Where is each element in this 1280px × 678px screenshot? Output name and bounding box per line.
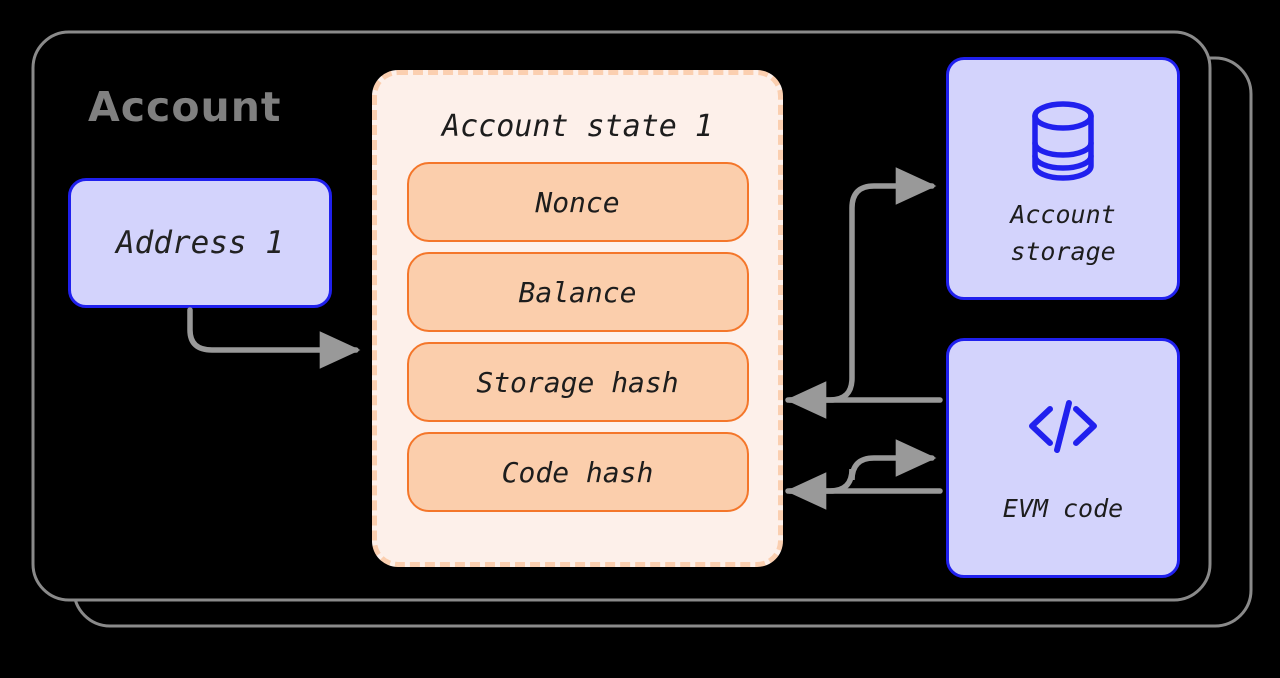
evm-code-node[interactable]: EVM code [946, 338, 1180, 578]
account-storage-node[interactable]: Account storage [946, 57, 1180, 300]
arrow-address-to-state [187, 307, 361, 369]
field-code-hash[interactable]: Code hash [406, 432, 749, 512]
arrow-storage-hash-to-account-storage [785, 167, 937, 403]
field-nonce-label: Nonce [535, 185, 620, 219]
field-nonce[interactable]: Nonce [406, 162, 749, 242]
account-storage-label: Account storage [1010, 200, 1116, 266]
account-state-field-list: Nonce Balance Storage hash Code hash [406, 162, 749, 512]
field-balance-label: Balance [518, 275, 637, 309]
account-state-title: Account state 1 [442, 109, 713, 144]
field-storage-hash[interactable]: Storage hash [406, 342, 749, 422]
field-code-hash-label: Code hash [501, 455, 654, 489]
address-node[interactable]: Address 1 [68, 178, 332, 308]
account-state-panel: Account state 1 Nonce Balance Storage ha… [372, 70, 783, 567]
address-label: Address 1 [116, 225, 284, 261]
arrow-code-hash-to-evm-code [785, 439, 937, 494]
code-brackets-icon [1024, 395, 1102, 457]
account-group-label: Account [88, 83, 282, 131]
evm-code-label: EVM code [1002, 493, 1124, 523]
database-icon [1026, 99, 1100, 183]
field-storage-hash-label: Storage hash [476, 365, 679, 399]
field-balance[interactable]: Balance [406, 252, 749, 332]
